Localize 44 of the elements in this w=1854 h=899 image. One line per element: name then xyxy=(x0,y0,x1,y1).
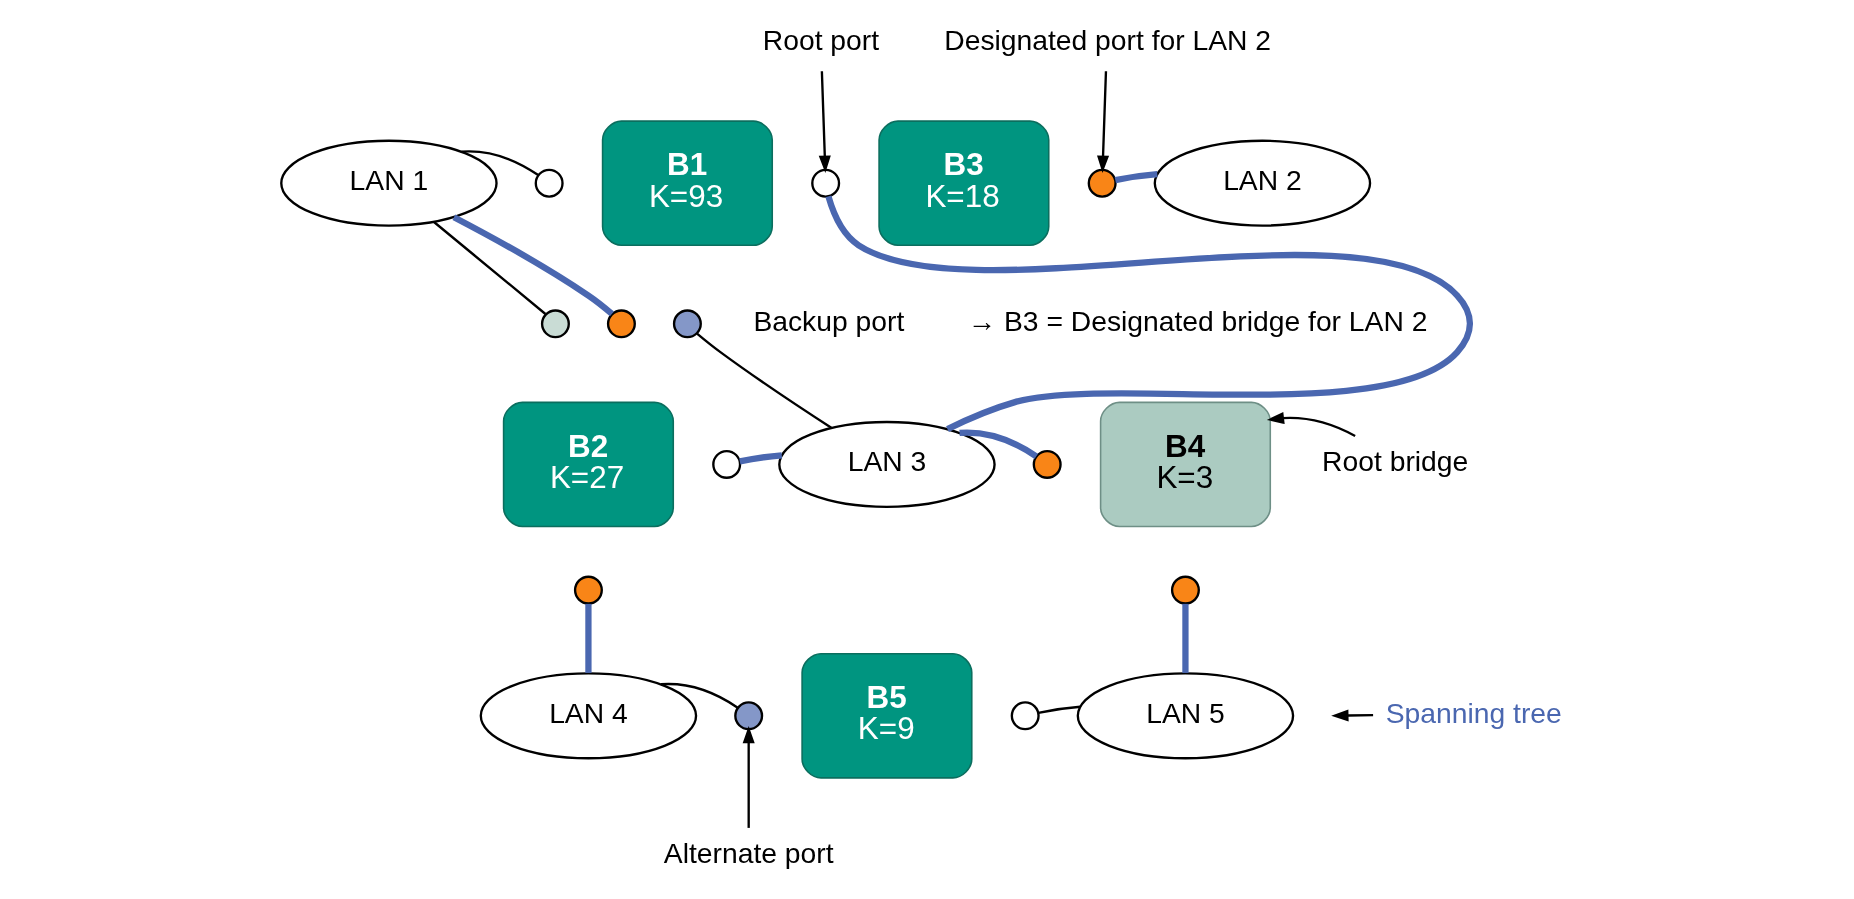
node-circle xyxy=(534,168,564,198)
node-circle xyxy=(573,575,603,605)
arrow xyxy=(1331,709,1374,722)
node-ellipse: LAN 5 xyxy=(1076,672,1295,760)
node-circle xyxy=(672,309,702,339)
node-ellipse: LAN 4 xyxy=(479,672,698,760)
node-text: Root bridge xyxy=(1322,445,1469,478)
node-circle xyxy=(1087,168,1117,198)
arrow xyxy=(742,726,755,828)
connector xyxy=(739,452,783,465)
node-ellipse: LAN 3 xyxy=(778,420,996,508)
connector xyxy=(452,214,614,317)
connector xyxy=(1114,171,1158,184)
label: Backup port xyxy=(753,304,905,337)
node-circle xyxy=(1170,575,1200,605)
arrow xyxy=(1097,71,1110,173)
label: → B3 = Designated bridge for LAN 2 xyxy=(967,304,1428,337)
node-text: Alternate port xyxy=(663,837,834,870)
node-circle xyxy=(540,309,570,339)
connector xyxy=(959,429,1038,459)
arrow xyxy=(1266,411,1356,438)
node-box: B3 K=18 xyxy=(878,120,1050,247)
node-box: B1 K=93 xyxy=(601,120,774,247)
connector xyxy=(661,682,739,709)
arrow xyxy=(818,71,831,173)
node-circle xyxy=(606,309,636,339)
node-circle xyxy=(1010,701,1040,731)
connector xyxy=(433,221,547,315)
node-text: Root port xyxy=(762,23,880,56)
node-box: B4 K=3 xyxy=(1099,401,1272,528)
connector xyxy=(1038,705,1081,714)
connector xyxy=(825,195,1473,432)
connector xyxy=(696,332,832,429)
node-text: Designated port for LAN 2 xyxy=(944,23,1272,56)
node-text: Spanning tree xyxy=(1385,696,1562,729)
node-ellipse: LAN 2 xyxy=(1153,139,1372,227)
node-circle xyxy=(1032,449,1062,479)
node-box: B2 K=27 xyxy=(502,401,675,528)
connector xyxy=(461,150,539,177)
node-circle xyxy=(811,168,841,198)
node-circle xyxy=(734,701,764,731)
node-ellipse: LAN 1 xyxy=(280,139,498,227)
node-box: B5 K=9 xyxy=(801,652,973,779)
node-circle xyxy=(712,449,742,479)
